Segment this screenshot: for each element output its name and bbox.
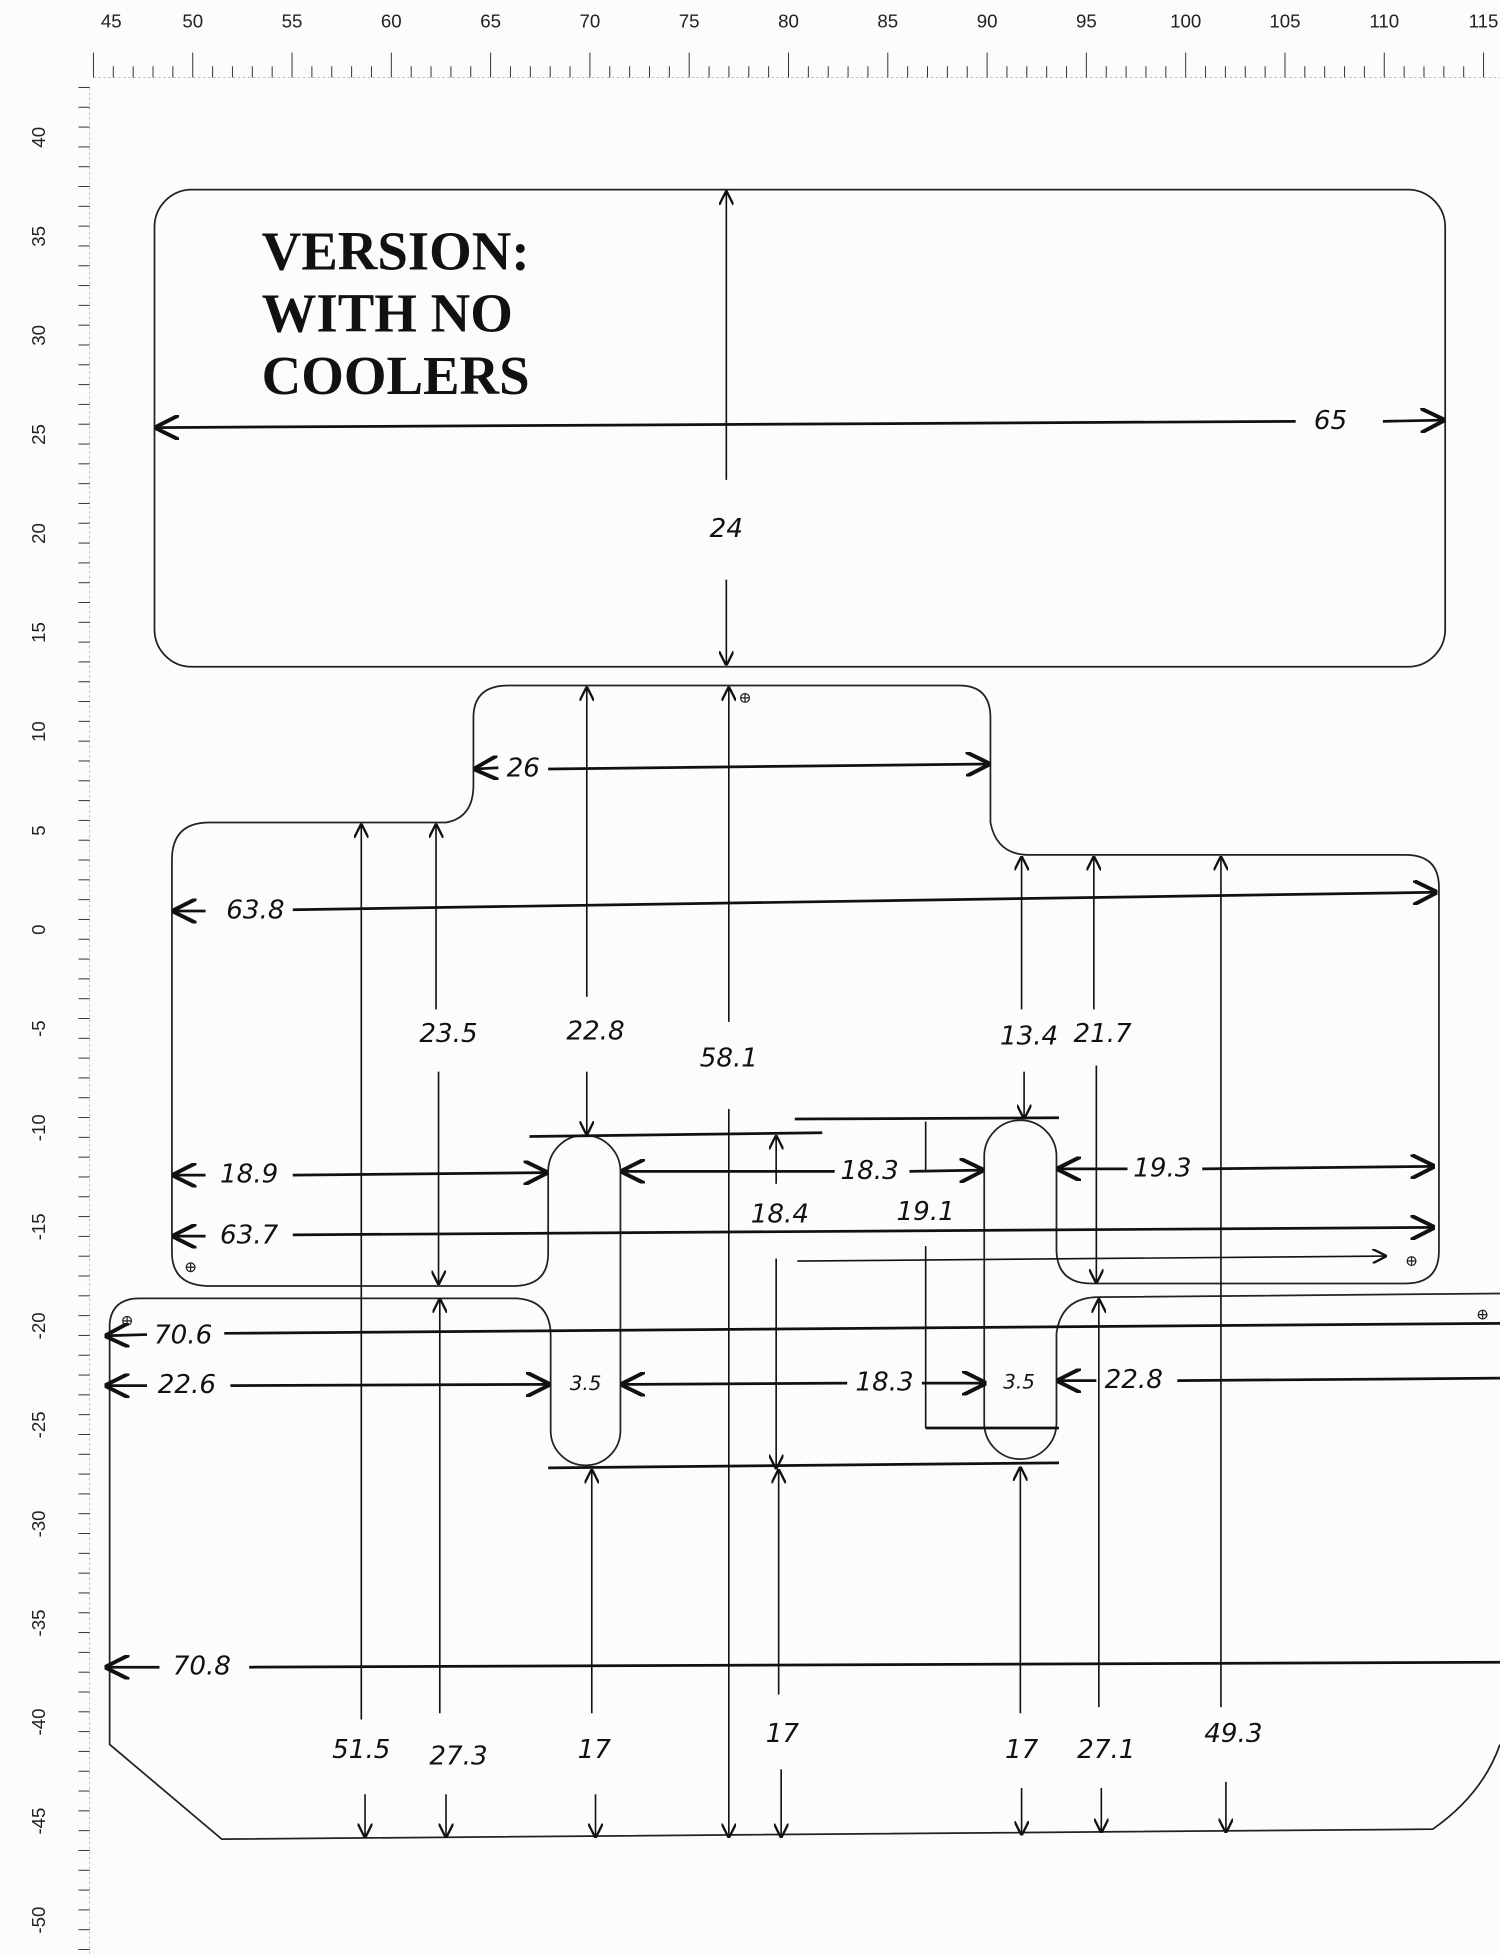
- left-ruler: 40 35 30 25 20 15 10 5 0 -5 -10 -15 -20 -25 -30 -35 -40 -…: [28, 86, 91, 1954]
- top-ruler-label: 105: [1269, 11, 1300, 32]
- left-ruler-label: 15: [28, 622, 49, 643]
- dim-between-slots-lower: 18.3: [855, 1368, 913, 1398]
- top-ruler-label: 70: [580, 11, 601, 32]
- version-title-line1: VERSION:: [262, 220, 530, 281]
- dim-slot2-length: 19.1: [897, 1197, 955, 1227]
- dim-slot2-bottom-height: 17: [1005, 1735, 1039, 1765]
- dim-left-lower-height: 27.3: [429, 1741, 487, 1771]
- top-ruler-label: 90: [977, 11, 998, 32]
- dim-top-height: 24: [710, 514, 743, 544]
- top-ruler-label: 60: [381, 11, 402, 32]
- dim-slot2-to-right: 19.3: [1133, 1153, 1191, 1183]
- top-ruler-label: 85: [877, 11, 898, 32]
- top-ruler-label: 115: [1469, 11, 1499, 32]
- left-ruler-label: 20: [28, 523, 49, 544]
- left-ruler-label: -35: [28, 1609, 49, 1636]
- left-ruler-label: -45: [28, 1808, 49, 1835]
- left-ruler-label: 35: [28, 226, 49, 247]
- left-ruler-label: 0: [28, 924, 49, 934]
- dimension-labels: 65 24 26 63.8 23.5 22.8 58.1 13.4 21.7 1…: [154, 406, 1347, 1772]
- left-ruler-label: 25: [28, 424, 49, 445]
- middle-panel-outline: [171, 684, 1500, 1460]
- top-ruler-label: 75: [679, 11, 700, 32]
- left-ruler-label: 5: [28, 825, 49, 835]
- bottom-panel-outline: [108, 1134, 1500, 1841]
- dim-top-width: 65: [1314, 406, 1347, 436]
- left-ruler-label: -15: [28, 1213, 49, 1240]
- top-ruler: 45 50 55 60 65 70 75 80 85 90 95 100 105 110 115: [92, 11, 1500, 78]
- dim-slot2-to-right-lower: 22.8: [1105, 1365, 1163, 1395]
- dim-bottom-width-lower: 70.8: [173, 1652, 231, 1682]
- dim-between-slots-upper: 18.3: [840, 1156, 898, 1186]
- dim-middle-width-bottom: 63.7: [220, 1221, 279, 1251]
- dim-right-lower-height: 27.1: [1077, 1735, 1135, 1765]
- dim-slot1-width: 3.5: [570, 1372, 602, 1395]
- left-ruler-label: -30: [28, 1510, 49, 1537]
- left-ruler-label: -25: [28, 1411, 49, 1438]
- dim-bottom-width-upper: 70.6: [154, 1320, 212, 1350]
- left-ruler-label: -20: [28, 1312, 49, 1339]
- top-ruler-label: 55: [282, 11, 303, 32]
- left-ruler-label: 30: [28, 325, 49, 346]
- left-ruler-label: -40: [28, 1709, 49, 1736]
- dim-middle-width-top: 63.8: [226, 895, 284, 925]
- version-title-line3: COOLERS: [262, 345, 530, 406]
- dim-slot2-width: 3.5: [1003, 1371, 1035, 1394]
- top-ruler-label: 110: [1369, 11, 1399, 32]
- top-ruler-label: 100: [1170, 11, 1201, 32]
- top-ruler-label: 50: [182, 11, 203, 32]
- top-ruler-label: 65: [480, 11, 501, 32]
- dim-center-height: 58.1: [700, 1044, 758, 1074]
- left-ruler-label: -50: [28, 1907, 49, 1934]
- dim-slot1-length: 18.4: [751, 1199, 809, 1229]
- dimension-lines: [107, 192, 1500, 1837]
- registration-marks: [122, 692, 1488, 1326]
- dim-left-height-upper: 23.5: [419, 1019, 477, 1049]
- top-ruler-label: 80: [778, 11, 799, 32]
- version-title-line2: WITH NO: [262, 283, 513, 344]
- top-ruler-label: 45: [101, 11, 122, 32]
- dim-center-bottom-height: 17: [766, 1719, 800, 1749]
- left-ruler-label: 40: [28, 127, 49, 148]
- dim-left-outer-height: 51.5: [332, 1735, 390, 1765]
- left-ruler-label: -5: [28, 1020, 49, 1037]
- dim-left-to-slot1: 18.9: [220, 1160, 278, 1190]
- top-ruler-label: 95: [1076, 11, 1097, 32]
- dim-right-outer-height: 49.3: [1204, 1719, 1262, 1749]
- left-ruler-label: 10: [28, 721, 49, 742]
- dim-left-to-slot1-lower: 22.6: [158, 1370, 216, 1400]
- dim-step-width: 26: [507, 753, 540, 783]
- dim-right-height-upper: 21.7: [1073, 1019, 1132, 1049]
- dim-slot2-top-height: 13.4: [1000, 1021, 1058, 1051]
- dim-slot1-bottom-height: 17: [578, 1735, 612, 1765]
- left-ruler-label: -10: [28, 1114, 49, 1141]
- dim-slot1-top-height: 22.8: [566, 1016, 624, 1046]
